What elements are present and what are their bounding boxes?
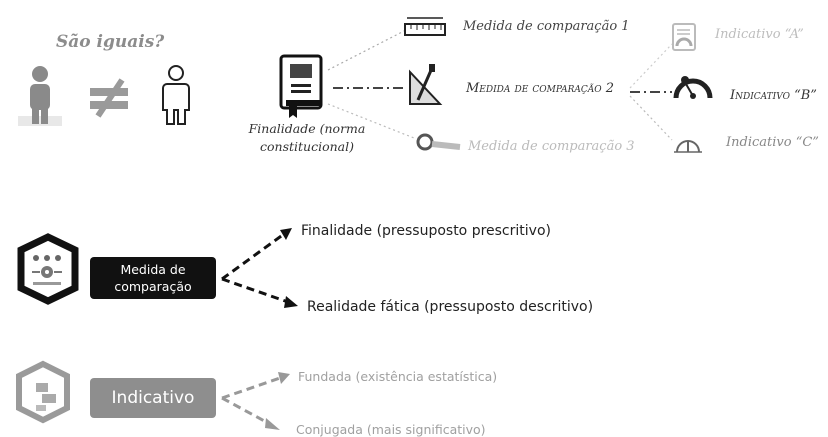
document-gauge-icon	[672, 23, 696, 51]
book-caption-line1: Finalidade (norma	[248, 121, 366, 136]
branch-conjugada: Conjugada (mais significativo)	[296, 422, 486, 437]
person-icon	[18, 66, 62, 126]
law-book-icon	[279, 54, 323, 118]
measure-3-label: Medida de comparação 3	[468, 139, 635, 154]
measure-box-line1: Medida de	[120, 262, 186, 277]
book-caption: Finalidade (norma constitucional)	[242, 120, 372, 156]
ruler-icon	[404, 17, 446, 36]
indicator-b-label: Indicativo “B”	[730, 88, 817, 103]
branch-fundada: Fundada (existência estatística)	[298, 369, 498, 384]
measure-box: Medida de comparação	[90, 257, 216, 299]
chart-tag-icon	[16, 360, 70, 424]
indicator-box: Indicativo	[90, 378, 216, 418]
measure-2-label: Medida de comparação 2	[466, 81, 615, 96]
book-caption-line2: constitucional)	[260, 139, 354, 154]
indicator-a-label: Indicativo “A”	[715, 27, 804, 42]
indicator-c-label: Indicativo “C”	[726, 135, 819, 150]
not-equal-icon	[90, 78, 128, 118]
gears-icon	[17, 233, 79, 305]
branch-realidade: Realidade fática (pressuposto descritivo…	[307, 299, 594, 315]
speedometer-icon	[673, 76, 713, 99]
branch-finalidade: Finalidade (pressuposto prescritivo)	[301, 223, 551, 239]
question-text: São iguais?	[56, 32, 165, 52]
measure-1-label: Medida de comparação 1	[463, 19, 630, 34]
magnifier-icon	[416, 133, 461, 151]
set-square-icon	[409, 64, 443, 105]
person-outline-icon	[162, 65, 190, 125]
measure-box-line2: comparação	[114, 279, 192, 294]
gauge-icon	[674, 140, 702, 153]
